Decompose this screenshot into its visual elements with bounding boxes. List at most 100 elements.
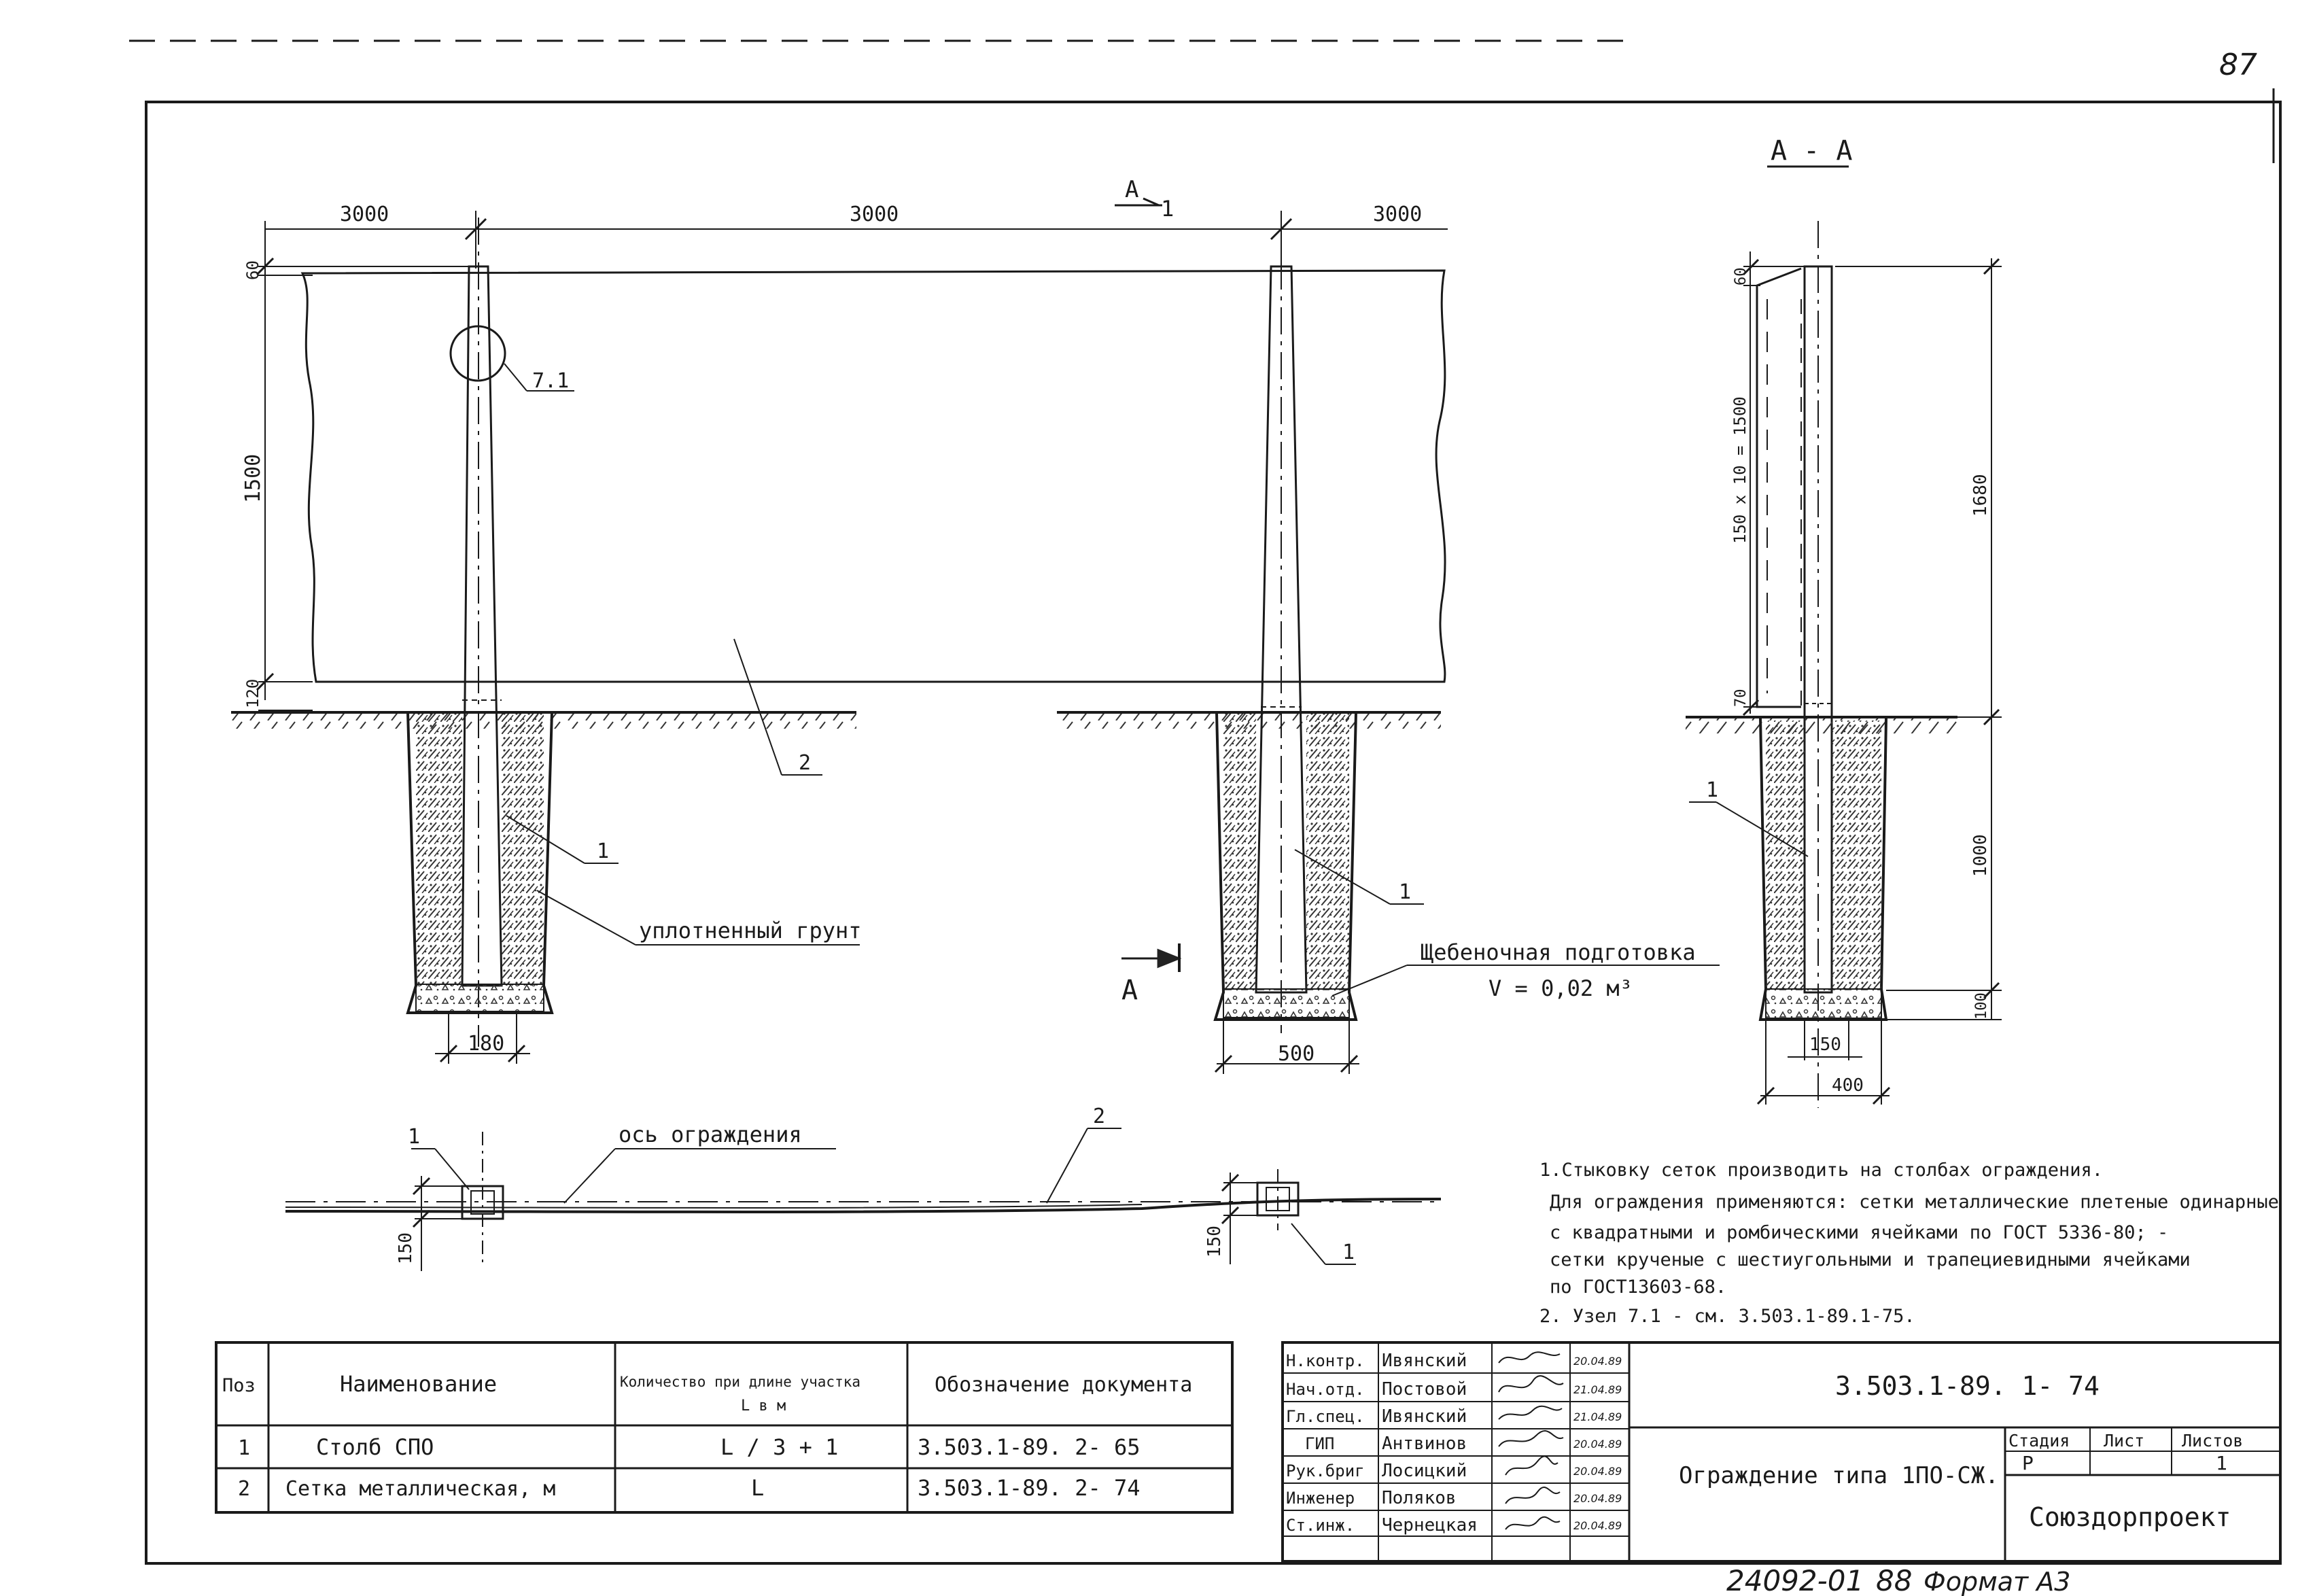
tb-name-1: Постовой [1382,1379,1467,1400]
tb-role-5: Инженер [1286,1489,1355,1508]
section-title: А - А [1771,135,1852,167]
label-gravel-volume: V = 0,02 м³ [1489,975,1633,1001]
footer-format: Формат А3 [1924,1567,2070,1596]
dim-span-left: 3000 [340,203,389,226]
sec-dim-1680: 1680 [1970,474,1991,517]
node-7-1-circle [449,325,506,382]
section-mark-top-num: 1 [1161,196,1174,222]
tb-role-3: ГИП [1305,1434,1334,1453]
spec-header-doc: Обозначение документа [935,1373,1192,1397]
right-pit [1213,712,1358,1021]
spec-header-qty-sub: L в м [741,1398,786,1415]
tb-stage: Р [2022,1452,2034,1474]
spec-header-pos: Поз [222,1375,256,1396]
dim-footing-500: 500 [1278,1042,1315,1066]
callout-plan-mesh: 2 [1093,1105,1105,1128]
sec-dim-150: 150 [1809,1035,1841,1055]
tb-role-2: Гл.спец. [1286,1407,1365,1426]
sec-dim-400: 400 [1832,1075,1864,1096]
tb-role-4: Рук.бриг [1286,1461,1365,1480]
note-line-3: с квадратными и ромбическими ячейками по… [1550,1222,2168,1243]
tb-name-6: Чернецкая [1382,1515,1478,1536]
dim-gap-120: 120 [243,679,262,708]
sec-dim-100: 100 [1973,992,1990,1020]
note-line-2: Для ограждения применяются: сетки металл… [1550,1192,2279,1213]
tb-sheets: 1 [2216,1452,2227,1474]
spec-header-qty: Количество при длине участка [620,1374,860,1390]
dim-height-1500: 1500 [241,454,265,503]
spec-row1-name: Столб СПО [316,1434,434,1460]
tb-date-1: 21.04.89 [1573,1383,1622,1396]
section-mark-top: А [1125,176,1138,203]
callout-post-right: 1 [1399,880,1411,904]
tb-sheet-header: Лист [2104,1431,2144,1451]
spec-header-name: Наименование [340,1371,497,1397]
right-gravel-bed [1223,988,1350,1018]
tb-date-5: 20.04.89 [1573,1492,1622,1505]
tb-date-4: 20.04.89 [1573,1465,1622,1478]
spec-row2-doc: 3.503.1-89. 2- 74 [918,1475,1141,1501]
footer-page: 88 [1876,1564,1912,1596]
dim-footing-180: 180 [468,1032,504,1056]
spec-row2-qty: L [751,1475,764,1501]
callout-plan-post-left: 1 [408,1125,420,1149]
section-mesh-bracket [1756,267,1802,708]
spec-row2-pos: 2 [238,1477,250,1501]
footer-inventory: 24092-01 [1726,1564,1864,1596]
sheet-frame [145,101,2282,1565]
tb-date-3: 20.04.89 [1573,1438,1622,1451]
section-gravel-bed [1765,988,1882,1019]
callout-post-left: 1 [597,839,609,863]
sheet-number: 87 [2219,48,2257,82]
spec-table-frame [215,1341,1234,1514]
tb-date-6: 20.04.89 [1573,1519,1622,1532]
dim-span-mid: 3000 [850,203,899,226]
sec-dim-mesh: 150 х 10 = 1500 [1730,396,1750,544]
left-pit [406,712,554,1014]
tb-organization: Союздорпроект [2029,1502,2231,1532]
tb-role-6: Ст.инж. [1286,1516,1355,1535]
mesh-panel [300,269,1446,683]
label-fence-axis: ось ограждения [619,1122,802,1147]
plan-mesh-line [285,1198,1442,1213]
note-line-4: сетки крученые с шестиугольными и трапец… [1550,1249,2191,1270]
tb-role-0: Н.контр. [1286,1351,1365,1370]
tb-doc-code: 3.503.1-89. 1- 74 [1835,1371,2100,1401]
tb-sheets-header: Листов [2182,1431,2243,1451]
tb-date-0: 20.04.89 [1573,1355,1622,1368]
spec-row1-pos: 1 [238,1436,250,1460]
tb-role-1: Нач.отд. [1286,1380,1365,1399]
tb-stage-header: Стадия [2008,1431,2070,1451]
callout-plan-post-right: 1 [1342,1241,1355,1264]
note-line-5: по ГОСТ13603-68. [1550,1277,1726,1298]
spec-row1-qty: L / 3 + 1 [720,1434,838,1460]
plan-dim-150-left: 150 [396,1232,416,1264]
signatures [1498,1351,1564,1530]
callout-node: 7.1 [532,369,569,393]
tb-name-4: Лосицкий [1382,1461,1467,1481]
spec-row1-doc: 3.503.1-89. 2- 65 [918,1434,1141,1460]
dim-span-right: 3000 [1373,203,1422,226]
tb-name-3: Антвинов [1382,1434,1467,1454]
plan-dim-150-right: 150 [1204,1226,1225,1257]
label-gravel-title: Щебеночная подготовка [1421,939,1696,965]
sec-dim-70: 70 [1733,689,1750,708]
note-line-1: 1.Стыковку сеток производить на столбах … [1539,1160,2103,1181]
callout-sec-post: 1 [1706,778,1718,802]
tb-name-2: Ивянский [1382,1406,1467,1427]
spec-row2-name: Сетка металлическая, м [285,1477,555,1501]
tb-date-2: 21.04.89 [1573,1410,1622,1423]
label-compacted-soil: уплотненный грунт [639,918,862,943]
tb-name-5: Поляков [1382,1488,1457,1508]
tb-name-0: Ивянский [1382,1351,1467,1371]
tb-title: Ограждение типа 1ПО-СЖ. [1679,1462,1999,1489]
note-line-6: 2. Узел 7.1 - см. 3.503.1-89.1-75. [1539,1306,1915,1327]
left-gravel-bed [415,984,544,1012]
callout-mesh: 2 [799,751,811,775]
section-mark-side: А [1121,975,1138,1006]
sec-dim-1000: 1000 [1970,834,1991,877]
dim-top-60: 60 [243,260,262,280]
sec-dim-60: 60 [1733,268,1750,286]
section-pit [1758,718,1888,1021]
